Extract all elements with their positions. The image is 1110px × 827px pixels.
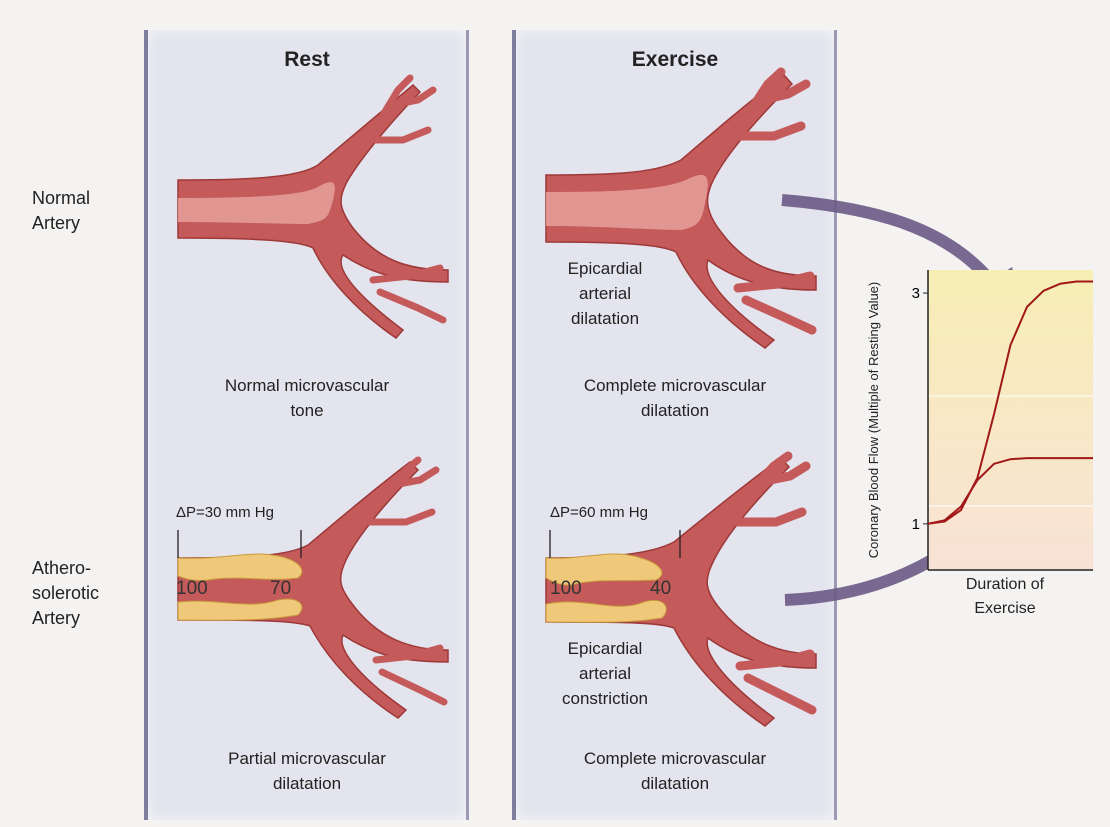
exercise-delta-p: ΔP=60 mm Hg [550, 504, 648, 521]
exercise-normal-epicardial-label: Epicardial arterial dilatation [550, 256, 660, 331]
exercise-athero-caption: Complete microvascular dilatation [516, 746, 834, 796]
row-label-normal-artery: Normal Artery [32, 186, 90, 236]
row-label-atherosclerotic-artery: Athero- solerotic Artery [32, 556, 99, 631]
rest-normal-caption: Normal microvascular tone [148, 373, 466, 423]
exercise-panel: Exercise Epicardial arterial dilatation … [512, 30, 837, 820]
rest-panel: Rest Normal microvascular tone ΔP=30 mm … [144, 30, 469, 820]
exercise-normal-caption: Complete microvascular dilatation [516, 373, 834, 423]
chart-x-label: Duration of Exercise [940, 573, 1070, 621]
exercise-athero-epicardial-label: Epicardial arterial constriction [550, 636, 660, 711]
rest-pressure-in: 100 [176, 578, 208, 600]
rest-pressure-out: 70 [270, 578, 291, 600]
chart-y-tick-label: 3 [912, 285, 920, 302]
chart-y-tick-label: 1 [912, 516, 920, 533]
exercise-pressure-out: 40 [650, 578, 671, 600]
rest-normal-artery-drawing [178, 78, 448, 338]
rest-delta-p: ΔP=30 mm Hg [176, 504, 274, 521]
exercise-pressure-in: 100 [550, 578, 582, 600]
rest-athero-artery-drawing [178, 460, 448, 718]
rest-vessel-illustrations [148, 30, 466, 820]
rest-athero-caption: Partial microvascular dilatation [148, 746, 466, 796]
chart-plot-area [928, 270, 1093, 570]
chart-y-label: Coronary Blood Flow (Multiple of Resting… [866, 282, 881, 559]
